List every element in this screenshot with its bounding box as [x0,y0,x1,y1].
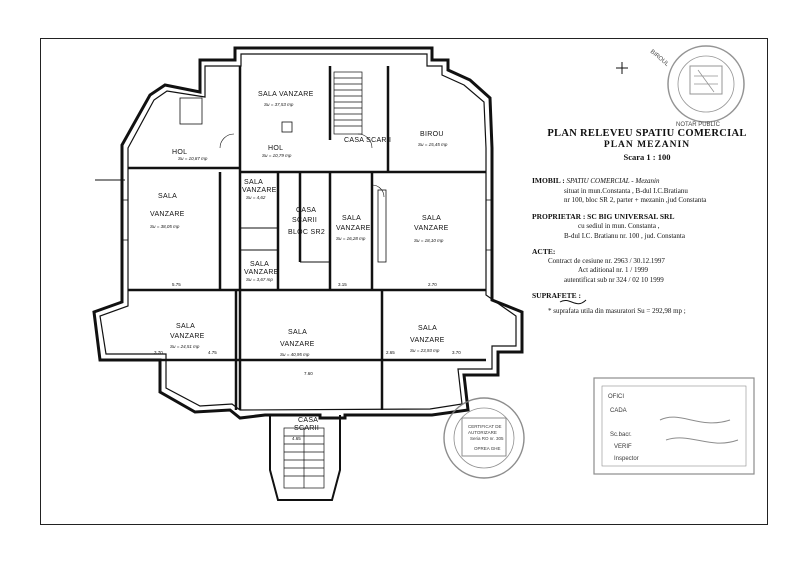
imobil-line: nr 100, bloc SR 2, parter + mezanin ,jud… [564,196,707,204]
acte-label: ACTE: [532,247,556,256]
svg-text:NOTAR PUBLIC: NOTAR PUBLIC [676,122,721,128]
partition [128,66,486,410]
drawing-frame [40,38,768,525]
proprietar-value: SC BIG UNIVERSAL SRL [587,211,675,221]
svg-text:Sc.bacr.: Sc.bacr. [610,432,632,438]
suprafete-line: * suprafata utila din masuratori Su = 29… [548,306,686,315]
room-area: Su = 18,10 mp [414,238,444,243]
room-area: Su = 10,87 mp [178,156,208,161]
dimension: 4.65 [292,436,301,441]
acte-line: autentificat sub nr 324 / 02 10 1999 [564,275,664,284]
svg-text:Seria RO nr. 305: Seria RO nr. 305 [470,436,504,441]
room-area: Su = 37,53 mp [264,102,294,107]
room-label: SALA [418,325,437,332]
room-label: SALA [250,261,269,268]
room-label: SALA [176,323,195,330]
room-area: Su = 16,28 mp [336,236,366,241]
notary-stamp: BIROUL NOTAR PUBLIC [649,45,745,128]
room-area: Su = 38,05 mp [150,224,180,229]
room-label: CASA SCARII [344,137,391,144]
imobil-line: situat in mun.Constanta , B-dul I.C.Brat… [564,186,688,195]
outer-wall [92,46,524,420]
inner-wall [99,53,517,411]
room-label: VANZARE [414,225,449,232]
acte-line: Contract de cesiune nr. 2963 / 30.12.199… [548,256,665,265]
room-label: VANZARE [244,269,279,276]
room-area: Su = 24,51 mp [170,344,200,349]
dimension: 2.70 [428,282,437,287]
room-label: SALA [288,329,307,336]
proprietar-label: PROPRIETAR : [532,211,586,221]
room-area: Su = 40,95 mp [280,352,310,357]
dimension: 3.70 [154,350,163,355]
svg-text:BIROUL: BIROUL [649,49,670,68]
svg-text:VERIF: VERIF [614,444,632,450]
proprietar-line: cu sediul in mun. Constanta , [578,222,660,230]
dimension: 3.15 [338,282,347,287]
cadastre-stamp: OFICI CADA Sc.bacr. VERIF Inspector [593,377,755,475]
dimension: 5.75 [172,282,181,287]
room-label: VANZARE [280,341,315,348]
svg-text:Inspector: Inspector [614,456,639,462]
dimension: 7.60 [304,371,313,376]
title-block: PLAN RELEVEU SPATIU COMERCIAL PLAN MEZAN… [532,128,762,316]
room-label: HOL [268,145,283,152]
plan-subtitle: PLAN MEZANIN [603,140,691,150]
svg-text:CADA: CADA [610,408,627,414]
room-label: HOL [172,149,187,156]
room-label: VANZARE [150,211,185,218]
room-label: BIROU [420,131,444,138]
svg-text:AUTORIZARE: AUTORIZARE [468,430,497,435]
svg-text:CERTIFICAT DE: CERTIFICAT DE [468,424,502,429]
room-label: CASA [296,207,316,214]
room-label: VANZARE [242,187,277,194]
room-area: Su = 23,93 mp [410,348,440,353]
room-label: SALA [158,193,177,200]
dimension: 2.65 [386,350,395,355]
partition-thin [95,179,330,263]
room-area: Su = 15,45 mp [418,142,448,147]
room-label: BLOC SR2 [288,229,325,236]
stairs-top [333,71,363,135]
plan-scale: Scara 1 : 100 [623,152,671,162]
room-label: SALA [422,215,441,222]
room-label: VANZARE [170,333,205,340]
room-label: SALA [244,179,263,186]
door-arcs [219,133,385,198]
stairs-bottom [269,415,341,501]
room-area: Su = 4,62 [246,195,266,200]
room-label: SCARII [292,217,317,224]
svg-text:OFICI: OFICI [608,394,624,400]
room-label: SCARII [294,425,319,432]
room-label: VANZARE [336,225,371,232]
room-label: SALA [342,215,361,222]
statistics-round-stamp: CERTIFICAT DE AUTORIZARE Seria RO nr. 30… [443,397,525,479]
svg-text:OPREA GHE: OPREA GHE [474,446,501,451]
room-label: CASA [298,417,318,424]
imobil-label: IMOBIL : [532,176,565,185]
imobil-value: SPATIU COMERCIAL - Mezanin [566,177,660,185]
room-label: SALA VANZARE [258,91,314,98]
acte-line: Act aditional nr. 1 / 1999 [578,266,648,274]
proprietar-line: B-dul I.C. Bratianu nr. 100 , jud. Const… [564,231,685,240]
suprafete-label: SUPRAFETE : [532,291,581,300]
room-area: Su = 3,67 mp [246,277,273,282]
room-label: VANZARE [410,337,445,344]
plan-title: PLAN RELEVEU SPATIU COMERCIAL [547,128,747,139]
dimension: 3.70 [452,350,461,355]
dimension: 4.75 [208,350,217,355]
room-area: Su = 10,79 mp [262,153,292,158]
signature-mark [559,62,628,305]
